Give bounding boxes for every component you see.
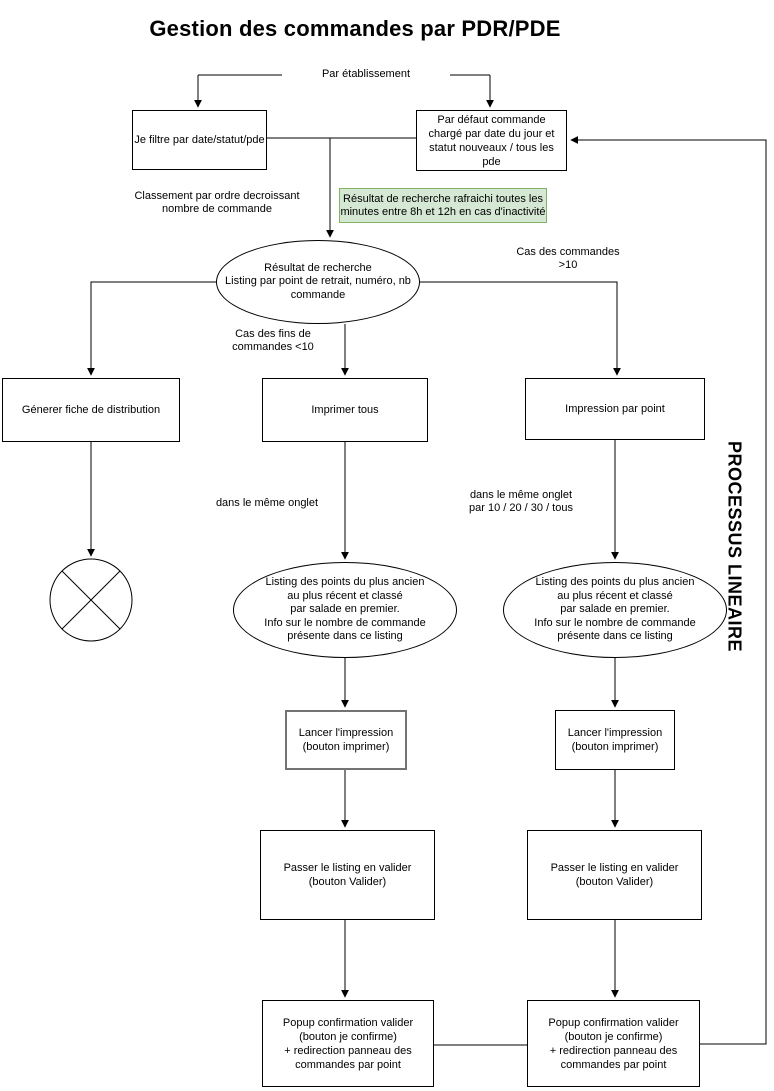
flow-ellipse-listing-left: Listing des points du plus ancien au plu… — [233, 562, 457, 658]
label-processus-lineaire: PROCESSUS LINEAIRE — [724, 441, 745, 653]
label-meme-onglet-left: dans le même onglet — [215, 497, 319, 509]
flow-box-lancer-impression-left: Lancer l'impression (bouton imprimer) — [285, 710, 407, 770]
edge-to-impression-point — [420, 281, 621, 376]
flow-box-imprimer-tous: Imprimer tous — [262, 378, 428, 442]
label-classement: Classement par ordre decroissant nombre … — [134, 190, 300, 215]
diagram-title: Gestion des commandes par PDR/PDE — [149, 16, 561, 41]
label-cas-commandes-sup10: Cas des commandes >10 — [516, 246, 620, 271]
edge-label-par-etablissement: Par établissement — [282, 68, 450, 81]
flow-box-par-defaut: Par défaut commande chargé par date du j… — [416, 110, 567, 171]
crossed-circle-icon — [49, 558, 133, 642]
flow-box-popup-confirmation-right: Popup confirmation valider (bouton je co… — [527, 1000, 700, 1087]
flow-box-impression-par-point: Impression par point — [525, 378, 705, 440]
edge-to-generer — [87, 281, 216, 376]
flow-box-passer-valider-left: Passer le listing en valider (bouton Val… — [260, 830, 435, 920]
refresh-note: Résultat de recherche rafraichi toutes l… — [339, 188, 547, 223]
label-cas-fins-inf10: Cas des fins de commandes <10 — [232, 328, 314, 353]
flow-box-je-filtre: Je filtre par date/statut/pde — [132, 110, 267, 170]
flow-box-popup-confirmation-left: Popup confirmation valider (bouton je co… — [262, 1000, 434, 1087]
label-meme-onglet-right: dans le même onglet par 10 / 20 / 30 / t… — [469, 489, 573, 514]
flow-ellipse-listing-right: Listing des points du plus ancien au plu… — [503, 562, 727, 658]
flow-box-lancer-impression-right: Lancer l'impression (bouton imprimer) — [555, 710, 675, 770]
flow-ellipse-resultat-recherche: Résultat de recherche Listing par point … — [216, 240, 420, 324]
flow-box-generer-fiche: Génerer fiche de distribution — [2, 378, 180, 442]
flow-box-passer-valider-right: Passer le listing en valider (bouton Val… — [527, 830, 702, 920]
